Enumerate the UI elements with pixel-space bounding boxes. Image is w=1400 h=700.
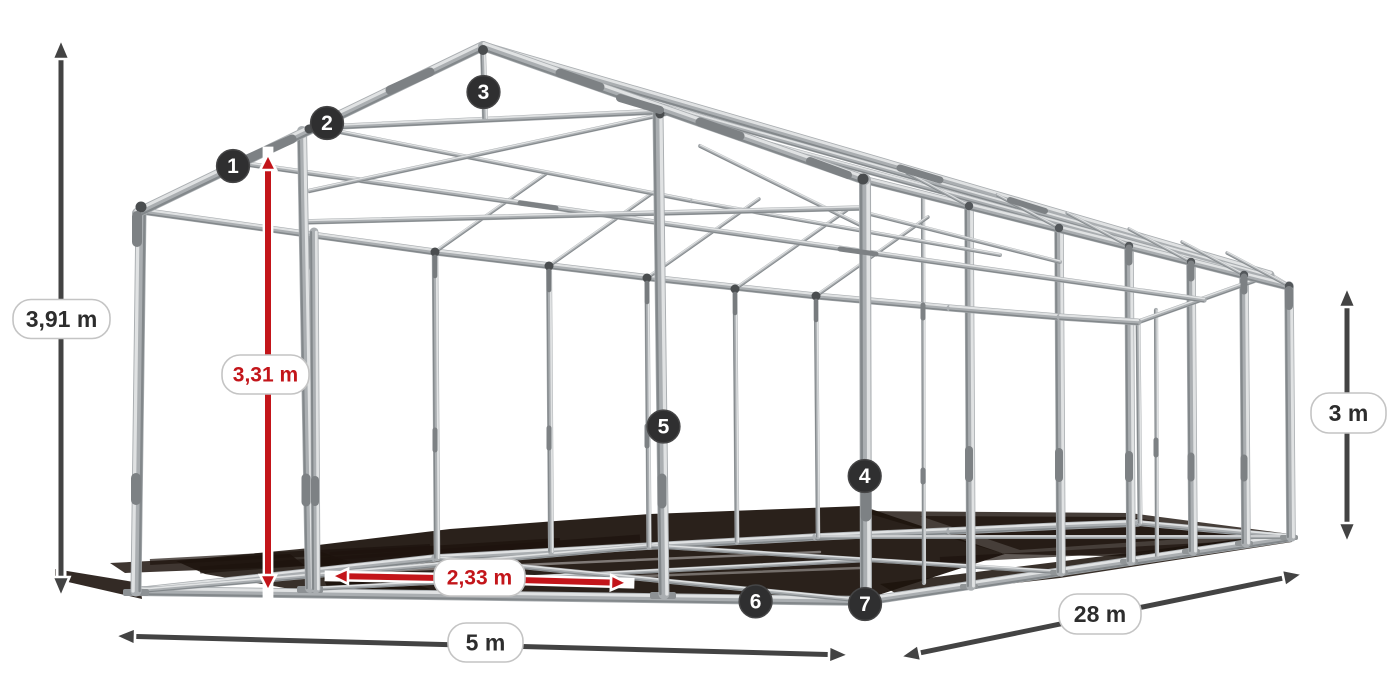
svg-text:4: 4 (859, 465, 871, 488)
svg-text:6: 6 (750, 591, 762, 614)
svg-text:5: 5 (658, 416, 670, 439)
svg-text:5 m: 5 m (466, 629, 506, 655)
svg-text:2,33 m: 2,33 m (447, 567, 512, 590)
svg-text:1: 1 (227, 155, 239, 178)
svg-text:3: 3 (478, 81, 490, 104)
svg-text:3,31 m: 3,31 m (233, 364, 298, 387)
svg-text:2: 2 (321, 112, 333, 135)
svg-text:7: 7 (859, 593, 871, 616)
svg-text:28 m: 28 m (1074, 601, 1126, 627)
svg-text:3 m: 3 m (1329, 400, 1369, 426)
svg-text:3,91 m: 3,91 m (26, 306, 98, 332)
